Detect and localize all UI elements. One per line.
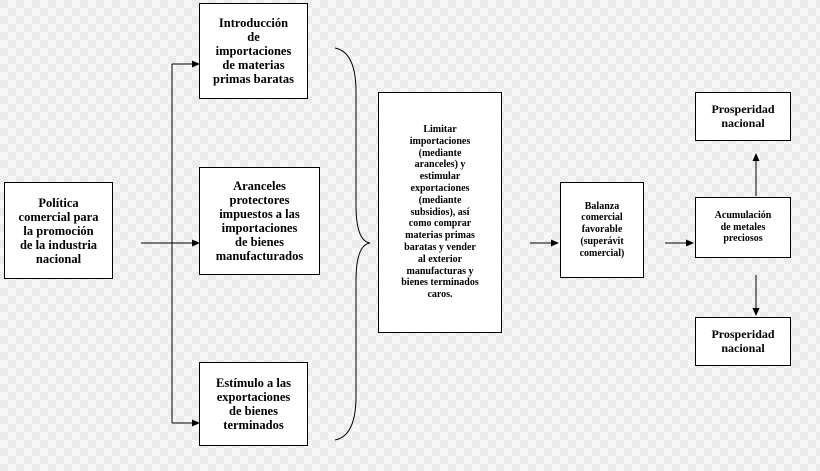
node-prosperidad-top: Prosperidad nacional — [695, 92, 791, 141]
node-balanza: Balanza comercial favorable (superávit c… — [560, 182, 644, 278]
node-introduccion: Introducción de importaciones de materia… — [199, 3, 308, 99]
node-limitar: Limitar importaciones (mediante arancele… — [378, 92, 502, 333]
node-aranceles: Aranceles protectores impuestos a las im… — [199, 167, 320, 275]
node-prosperidad-bottom: Prosperidad nacional — [695, 317, 791, 366]
node-politica: Política comercial para la promoción de … — [4, 182, 113, 279]
node-acumulacion: Acumulación de metales preciosos — [695, 197, 791, 258]
node-estimulo: Estímulo a las exportaciones de bienes t… — [199, 362, 308, 446]
curly-brace — [334, 47, 371, 441]
